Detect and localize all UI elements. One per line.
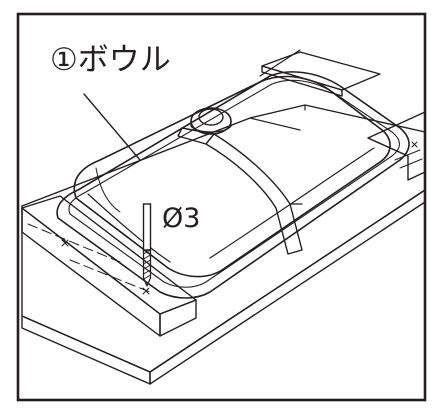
part-label: ①ボウル [50,42,171,78]
drill-size-label: Ø3 [162,203,200,234]
drill-bit [142,203,152,287]
figure-frame [16,12,427,402]
label-leader-line [83,93,141,161]
drain-fitting [190,107,232,135]
bowl [56,71,410,299]
support-block-left [21,195,197,337]
